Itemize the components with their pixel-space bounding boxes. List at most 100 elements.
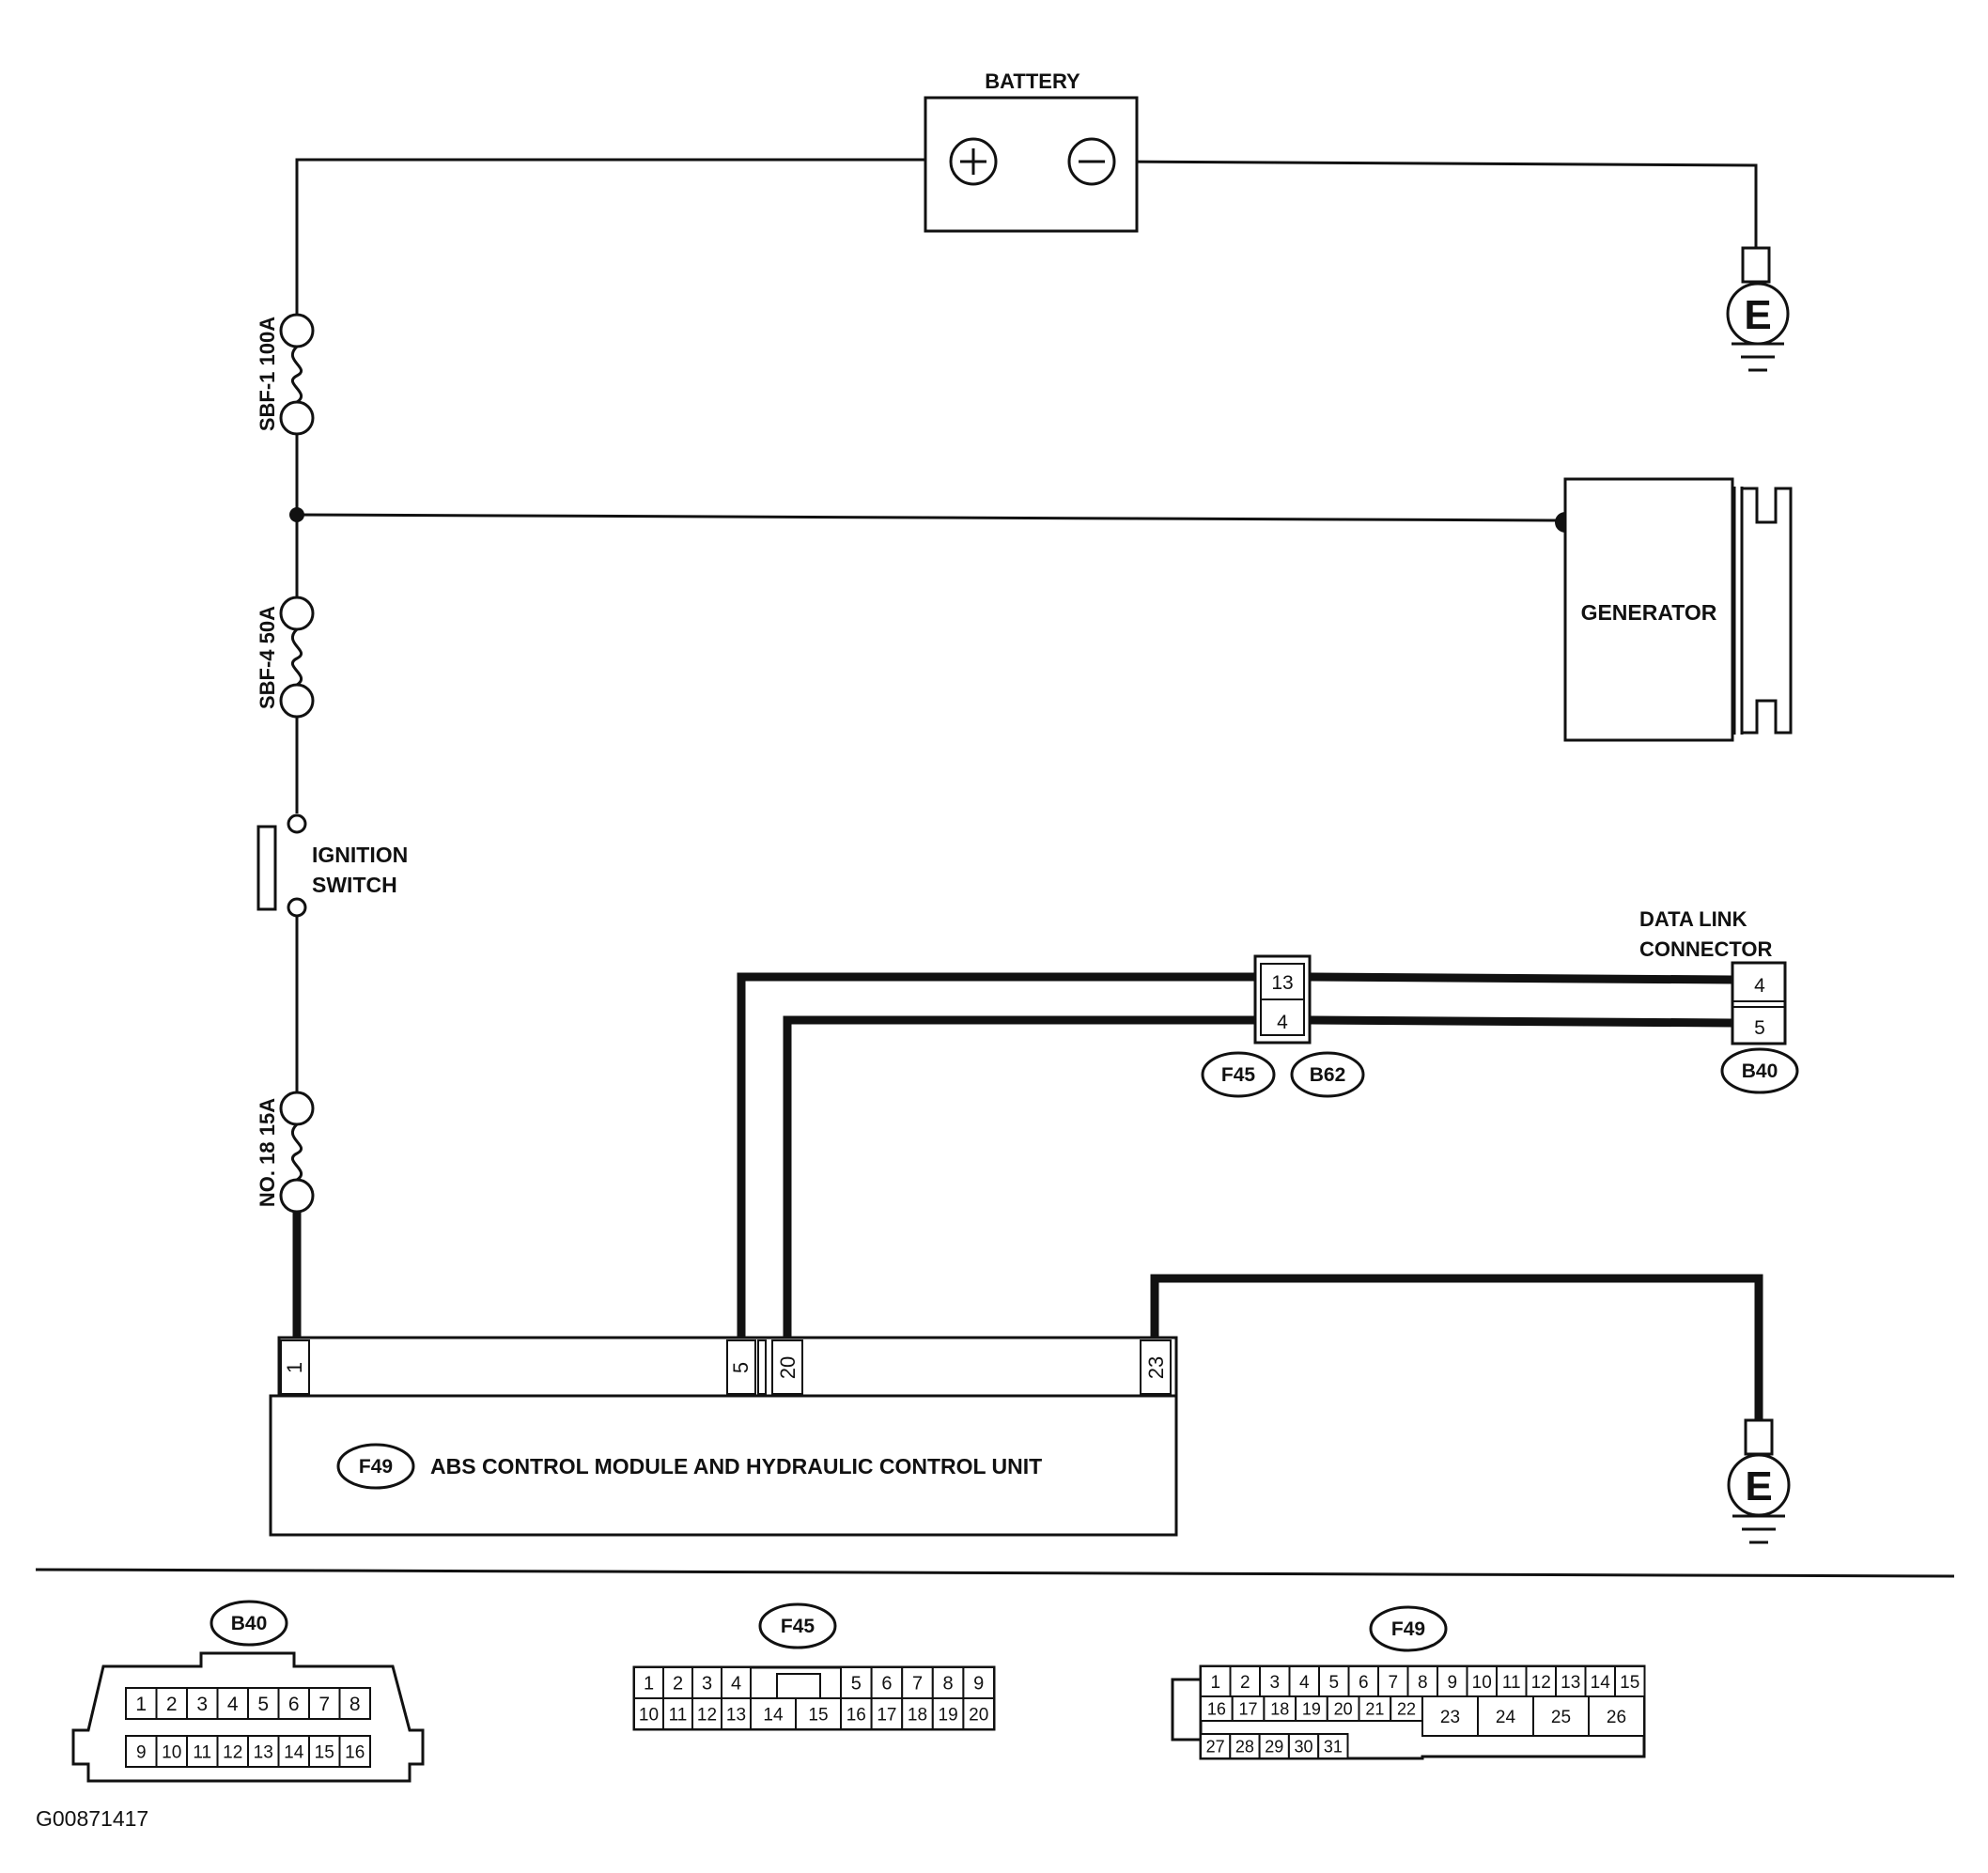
joint-pin: 4 <box>1277 1012 1288 1033</box>
connector-pin-label: 13 <box>726 1705 746 1725</box>
connector-pin-cell <box>1317 1733 1349 1759</box>
ground-icon: E <box>1726 246 1790 372</box>
connector-tag <box>210 1600 288 1647</box>
connector-pin-label: 12 <box>1531 1673 1551 1693</box>
connector-pin-label: 27 <box>1206 1737 1225 1756</box>
connector-pin-cell <box>155 1735 188 1768</box>
battery: BATTERY <box>924 70 1139 233</box>
connector-tag <box>1369 1605 1448 1652</box>
connector-tag-label: B40 <box>1742 1060 1778 1082</box>
ground-icon: E <box>1727 1418 1791 1544</box>
wire-pin5-to-joint13 <box>737 972 1255 1338</box>
connector-pin-label: 3 <box>1269 1673 1280 1693</box>
connector-tag-label: B40 <box>231 1613 268 1634</box>
ignition-label: SWITCH <box>312 873 397 897</box>
connector-pin-label: 19 <box>939 1705 958 1725</box>
dlc-label: DATA LINK <box>1639 907 1747 931</box>
connector-pin-cell <box>1326 1695 1360 1722</box>
connector-tag-label: F49 <box>359 1456 393 1478</box>
connector-pin-label: 6 <box>881 1674 892 1695</box>
wire-battery-positive <box>295 158 963 314</box>
generator: GENERATOR <box>1563 477 1793 742</box>
connector-pin-cell <box>1390 1695 1423 1722</box>
connector-pin-label: 19 <box>1302 1699 1321 1718</box>
connector-pin-label: 2 <box>1240 1673 1250 1693</box>
minus-icon <box>1067 137 1116 186</box>
fuse-label-sbf4: SBF-4 50A <box>256 606 279 709</box>
fuse-label-sbf1: SBF-1 100A <box>256 317 279 431</box>
wire-pin23-to-ground <box>1150 1274 1763 1420</box>
connector-pin-cell <box>1614 1665 1646 1697</box>
connector-tag-label: B62 <box>1310 1064 1346 1086</box>
connector-pin-cell <box>1358 1695 1392 1722</box>
connector-pin-label: 2 <box>673 1674 683 1695</box>
connector-pin-label: 15 <box>1620 1673 1639 1693</box>
connector-pin-cell <box>338 1735 371 1768</box>
connector-pin-cell <box>901 1697 934 1730</box>
abs-pin: 5 <box>729 1362 753 1373</box>
connector-tag <box>1201 1051 1276 1098</box>
dlc-label: CONNECTOR <box>1639 937 1772 961</box>
connector-pin-cell <box>962 1697 996 1730</box>
joint-connector: 13 4 F45 B62 <box>1201 954 1365 1098</box>
connector-pin-label: 24 <box>1496 1708 1516 1727</box>
connector-pin-label: 26 <box>1607 1708 1626 1727</box>
connector-pin-label: 10 <box>1472 1673 1492 1693</box>
connector-pin-label: 6 <box>288 1694 300 1715</box>
connector-pin-cell <box>186 1687 219 1720</box>
connector-pin-label: 13 <box>254 1742 273 1762</box>
section-divider <box>35 1568 1955 1578</box>
wire-joint4-to-dlc5 <box>1309 1015 1733 1028</box>
connector-pin-label: 4 <box>731 1674 741 1695</box>
connector-pin-cell <box>1588 1695 1645 1737</box>
connector-pin-label: 12 <box>223 1742 242 1762</box>
connector-pin-label: 22 <box>1397 1699 1416 1718</box>
connector-tag <box>336 1443 415 1490</box>
connector-pin-cell <box>247 1735 280 1768</box>
connector-pin-label: 7 <box>1388 1673 1398 1693</box>
ground-label: E <box>1744 292 1771 338</box>
joint-pin: 13 <box>1271 972 1293 994</box>
connector-pin-label: 16 <box>846 1705 866 1725</box>
abs-label: ABS CONTROL MODULE AND HYDRAULIC CONTROL… <box>430 1454 1042 1478</box>
connector-pin-cell <box>308 1687 341 1720</box>
connector-pin-cell <box>901 1666 934 1699</box>
connector-pin-cell <box>840 1666 873 1699</box>
connector-pin-cell <box>721 1697 752 1730</box>
connector-pin-label: 30 <box>1295 1737 1313 1756</box>
connector-pin-label: 17 <box>877 1705 896 1725</box>
connector-pin-label: 4 <box>1299 1673 1310 1693</box>
figure-id: G00871417 <box>36 1806 148 1831</box>
connector-pin-cell <box>1200 1695 1234 1722</box>
data-link-connector: DATA LINK CONNECTOR 4 5 B40 <box>1639 907 1799 1094</box>
connector-pin-label: 5 <box>851 1674 862 1695</box>
connector-pin-cell <box>1231 1695 1266 1722</box>
abs-control-module: 1 5 20 23 F49 ABS CONTROL MODULE AND HYD… <box>269 1336 1178 1537</box>
wire-pin20-to-joint4 <box>783 1015 1255 1338</box>
connector-pin-label: 4 <box>227 1694 239 1715</box>
connector-pin-label: 5 <box>257 1694 269 1715</box>
connector-pin-label: 8 <box>349 1694 361 1715</box>
connector-pin-label: 7 <box>912 1674 923 1695</box>
connector-pin-label: 21 <box>1365 1699 1384 1718</box>
connector-pin-cell <box>1287 1733 1320 1759</box>
connector-pin-cell <box>338 1687 371 1720</box>
connector-pin-label: 18 <box>908 1705 927 1725</box>
connector-pin-label: 11 <box>1502 1673 1521 1693</box>
connector-pin-label: 16 <box>345 1742 365 1762</box>
connector-pin-label: 10 <box>162 1742 181 1762</box>
connector-pin-label: 11 <box>193 1742 211 1762</box>
connector-pin-cell <box>1263 1695 1297 1722</box>
connector-tag <box>758 1602 837 1649</box>
connector-pin-label: 14 <box>1591 1673 1611 1693</box>
connector-pin-cell <box>1295 1695 1328 1722</box>
connector-pin-cell <box>125 1687 158 1720</box>
connector-tag <box>1290 1051 1365 1098</box>
connector-pin-cell <box>216 1687 249 1720</box>
connector-tag-label: F45 <box>1221 1064 1256 1086</box>
connector-pin-label: 14 <box>284 1742 304 1762</box>
abs-pin: 20 <box>776 1356 800 1379</box>
connector-pin-label: 6 <box>1359 1673 1369 1693</box>
fuse-label-no18: NO. 18 15A <box>256 1098 279 1207</box>
